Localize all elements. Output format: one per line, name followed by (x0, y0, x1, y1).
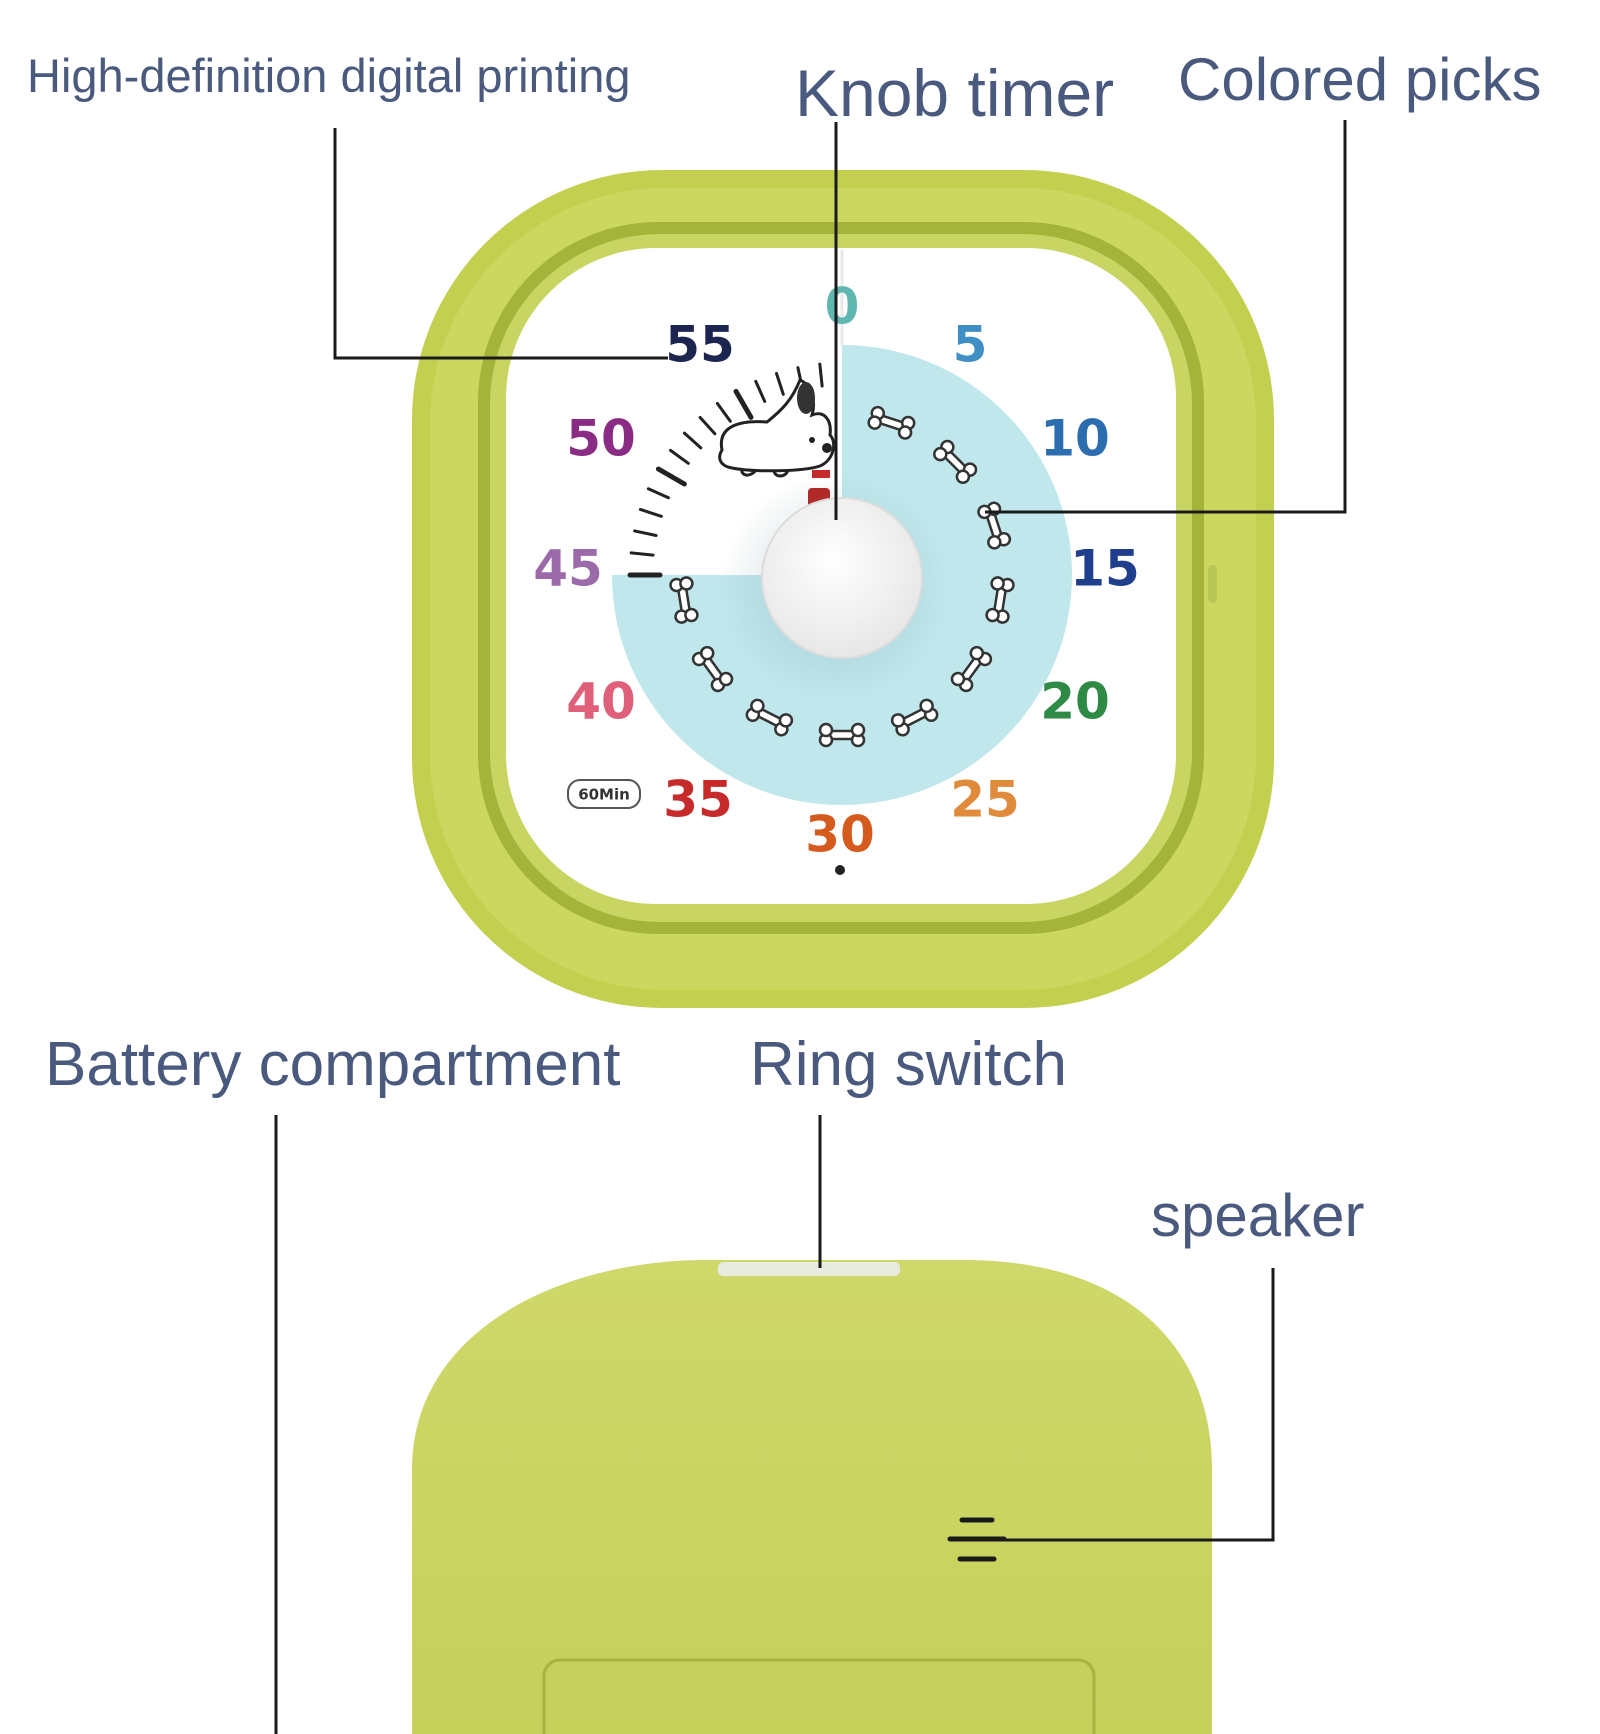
bottom-dot (835, 865, 845, 875)
bone-icon (669, 576, 699, 624)
leader-colored-picks (985, 120, 1347, 514)
dial-number-40: 40 (566, 673, 636, 731)
timer-front: 0 5 10 15 20 25 30 35 40 45 50 55 60Min (412, 170, 1274, 1008)
tick-mark (682, 431, 703, 450)
side-slot (1208, 565, 1217, 603)
duration-badge-frame (567, 779, 641, 809)
bone-icon (890, 698, 939, 737)
bone-icon (985, 576, 1015, 624)
dial-number-30: 30 (805, 806, 875, 864)
tick-mark (633, 529, 658, 537)
leader-hd-printing (333, 128, 668, 360)
leader-lines (274, 120, 1347, 1734)
callout-battery-compartment: Battery compartment (45, 1030, 621, 1099)
callout-hd-printing: High-definition digital printing (27, 49, 631, 102)
callout-knob-timer: Knob timer (795, 56, 1115, 130)
tick-mark (638, 507, 663, 518)
dial-number-35: 35 (663, 771, 733, 829)
tick-mark (818, 362, 824, 388)
dial-number-15: 15 (1070, 540, 1140, 598)
tick-mark (668, 448, 690, 465)
bone-icon (950, 645, 993, 693)
knob[interactable] (761, 497, 923, 659)
tick-marks (627, 362, 824, 578)
bone-icon (977, 501, 1012, 550)
bone-icon (691, 645, 734, 693)
dial-number-55: 55 (665, 316, 735, 374)
tick-mark (655, 466, 687, 487)
battery-compartment[interactable] (542, 1658, 1096, 1734)
leader-speaker (1002, 1268, 1275, 1542)
duration-badge-label: 60Min (578, 786, 630, 804)
duration-badge: 60Min (567, 779, 641, 809)
callout-ring-switch: Ring switch (750, 1030, 1067, 1099)
bone-icon (818, 722, 866, 748)
tick-mark (715, 401, 732, 423)
dial-number-10: 10 (1040, 410, 1110, 468)
timer-back (412, 1260, 1212, 1734)
dial-numbers: 0 5 10 15 20 25 30 35 40 45 50 55 (533, 278, 1140, 864)
dial-number-20: 20 (1040, 673, 1110, 731)
bone-icon (867, 405, 916, 440)
dial-number-45: 45 (533, 540, 603, 598)
timer-back-body (412, 1260, 1212, 1734)
bone-icon (933, 439, 978, 484)
dial-number-25: 25 (950, 771, 1020, 829)
tick-mark (698, 415, 717, 436)
dial-number-0: 0 (825, 278, 860, 336)
tick-mark (774, 371, 785, 396)
tick-mark (646, 487, 670, 500)
ring-switch[interactable] (718, 1262, 900, 1276)
dog-illustration (718, 378, 836, 478)
tick-mark (733, 388, 754, 420)
bone-decorations (669, 405, 1015, 748)
callout-colored-picks: Colored picks (1178, 46, 1542, 113)
speaker-grille (947, 1517, 1007, 1562)
dial-number-5: 5 (953, 316, 988, 374)
bone-icon (745, 698, 794, 737)
tick-mark (629, 551, 655, 557)
tick-mark (754, 379, 767, 403)
callout-speaker: speaker (1151, 1182, 1365, 1249)
dial-number-50: 50 (566, 410, 636, 468)
